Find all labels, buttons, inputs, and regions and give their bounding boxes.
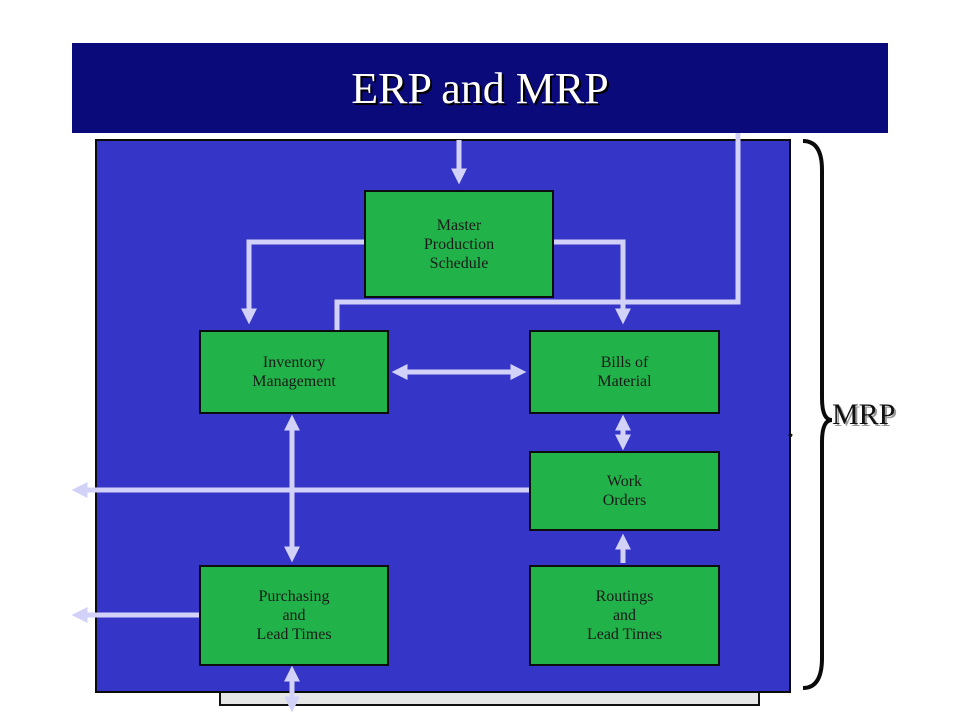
bills-of-material-box: Bills of Material (529, 330, 720, 414)
work-orders-label: Work Orders (602, 473, 647, 509)
purchasing-box: Purchasing and Lead Times (199, 565, 389, 666)
mrp-bracket (802, 139, 833, 690)
bills-of-material-label: Bills of Material (597, 354, 652, 390)
master-production-schedule-label: Master Production Schedule (423, 216, 495, 272)
master-production-schedule-box: Master Production Schedule (364, 190, 554, 298)
inventory-management-box: Inventory Management (199, 330, 389, 414)
inventory-management-label: Inventory Management (252, 354, 336, 390)
work-orders-box: Work Orders (529, 451, 720, 531)
mrp-bracket-label: MRP (832, 398, 896, 431)
title-bar: ERP and MRP (72, 43, 888, 133)
routings-label: Routings and Lead Times (586, 588, 663, 643)
purchasing-label: Purchasing and Lead Times (256, 588, 332, 643)
slide-title: ERP and MRP (351, 64, 609, 113)
routings-box: Routings and Lead Times (529, 565, 720, 666)
